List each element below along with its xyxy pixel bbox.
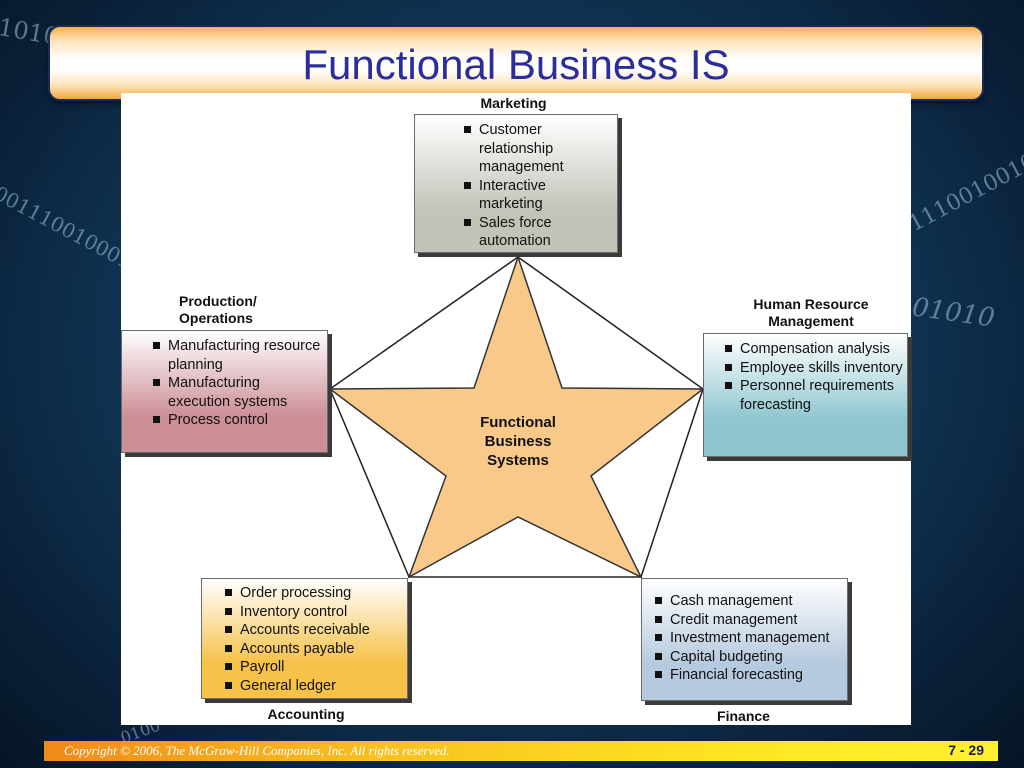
pentagon-outline (329, 256, 704, 578)
list-item: Inventory control (224, 603, 401, 622)
list-item: Sales force automation (463, 214, 611, 251)
list-item: Capital budgeting (654, 648, 841, 667)
hr-box: Compensation analysis Employee skills in… (703, 333, 908, 457)
list-item: Credit management (654, 611, 841, 630)
list-item: General ledger (224, 677, 401, 696)
list-item: Manufacturing resource planning (152, 337, 321, 374)
center-star (327, 254, 706, 579)
diagram-graphics (327, 254, 706, 579)
page-number: 7 - 29 (948, 742, 984, 758)
copyright-text: Copyright © 2006, The McGraw-Hill Compan… (64, 743, 450, 758)
accounting-heading: Accounting (267, 706, 345, 722)
list-item: Manufacturing execution systems (152, 374, 321, 411)
list-item: Personnel requirements forecasting (724, 377, 905, 414)
center-label: Functional Business Systems (480, 414, 556, 469)
list-item: Cash management (654, 592, 841, 611)
production-heading: Production/ Operations (179, 293, 257, 326)
marketing-box: Customer relationship management Interac… (414, 114, 618, 253)
list-item: Accounts payable (224, 640, 401, 659)
title-bar: Functional Business IS (48, 25, 984, 101)
hr-heading: Human Resource Management (753, 296, 869, 329)
list-item: Interactive marketing (463, 177, 611, 214)
binary-text-right-mid: 01010 (910, 292, 997, 334)
footer-bar: Copyright © 2006, The McGraw-Hill Compan… (44, 741, 998, 761)
list-item: Order processing (224, 584, 401, 603)
diagram-panel: Marketing Customer relationship manageme… (121, 93, 911, 725)
accounting-box: Order processing Inventory control Accou… (201, 578, 408, 699)
list-item: Accounts receivable (224, 621, 401, 640)
list-item: Customer relationship management (463, 121, 611, 177)
slide-title: Functional Business IS (302, 41, 730, 88)
finance-heading: Finance (717, 708, 770, 724)
list-item: Process control (152, 411, 321, 430)
list-item: Investment management (654, 629, 841, 648)
binary-text-right: 11100100100 (905, 142, 1024, 238)
marketing-heading: Marketing (480, 95, 547, 111)
list-item: Financial forecasting (654, 666, 841, 685)
finance-box: Cash management Credit management Invest… (641, 578, 848, 701)
list-item: Payroll (224, 658, 401, 677)
list-item: Compensation analysis (724, 340, 905, 359)
list-item: Employee skills inventory (724, 359, 905, 378)
production-box: Manufacturing resource planning Manufact… (121, 330, 328, 453)
